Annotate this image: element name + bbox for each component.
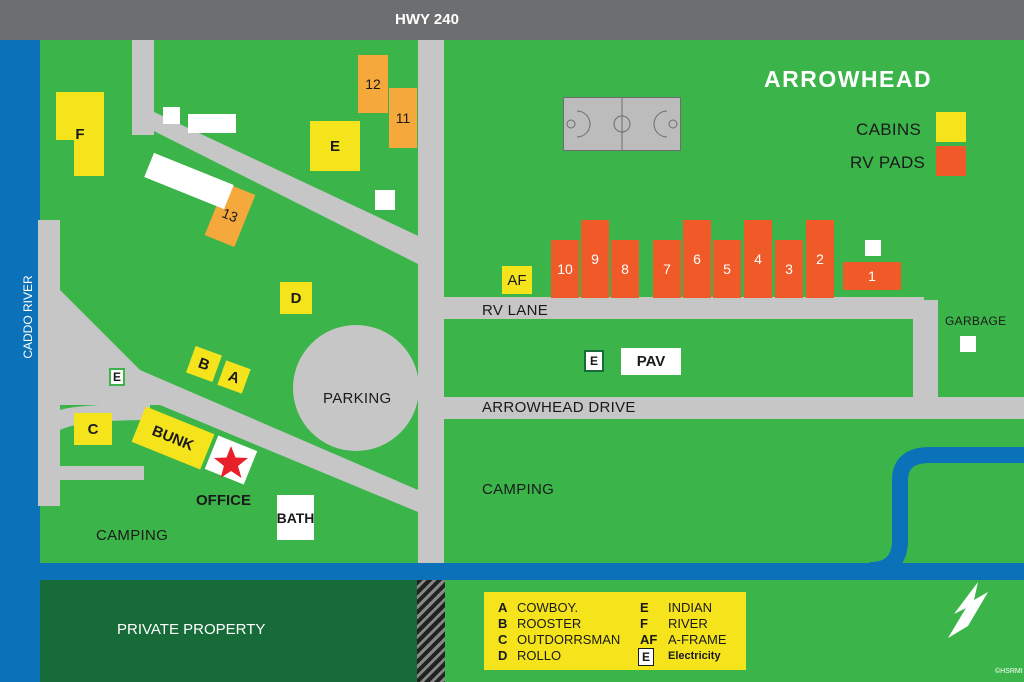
- electricity-badge-pav: E: [584, 350, 604, 372]
- key-d-name: ROLLO: [517, 648, 562, 663]
- highway-bar: [0, 0, 1024, 40]
- map-title: ARROWHEAD: [764, 66, 933, 92]
- garbage-bin: [960, 336, 976, 352]
- electricity-badge-left: E: [109, 368, 125, 386]
- rv-pad-5[interactable]: 5: [713, 240, 741, 298]
- key-c-code: C: [498, 632, 508, 647]
- rv-pad-1[interactable]: 1: [843, 262, 901, 290]
- bath-building[interactable]: BATH: [277, 495, 314, 540]
- pavilion-label: PAV: [636, 353, 666, 370]
- rv-pad-7[interactable]: 7: [653, 240, 681, 298]
- key-electricity-name: Electricity: [668, 650, 721, 662]
- railroad-crossing: [417, 580, 445, 682]
- key-f-name: RIVER: [668, 616, 708, 631]
- north-arrow-icon: [948, 582, 988, 638]
- arrowhead-drive-label: ARROWHEAD DRIVE: [482, 399, 636, 416]
- pavilion[interactable]: PAV: [621, 348, 681, 375]
- unit-11[interactable]: 11: [389, 88, 417, 148]
- key-af-name: A-FRAME: [668, 632, 727, 647]
- camping-label-left: CAMPING: [96, 527, 169, 544]
- rv-pad-6[interactable]: 6: [683, 220, 711, 298]
- rv-pad-3[interactable]: 3: [775, 240, 803, 298]
- key-b-name: ROOSTER: [517, 616, 582, 631]
- caddo-river: [0, 40, 40, 682]
- private-property: [40, 580, 417, 682]
- building-small-2: [188, 114, 236, 133]
- cabin-d[interactable]: D: [280, 282, 312, 314]
- unit-12[interactable]: 12: [358, 55, 388, 113]
- building-small-4: [865, 240, 881, 256]
- rv-pad-4[interactable]: 4: [744, 220, 772, 298]
- key-af-code: AF: [640, 632, 658, 647]
- building-small-3: [375, 190, 395, 210]
- key-f-code: F: [640, 616, 648, 631]
- rv-lane-label: RV LANE: [482, 302, 549, 319]
- cabin-c[interactable]: C: [74, 413, 112, 445]
- office-star-icon: [214, 446, 248, 478]
- key-d-code: D: [498, 648, 508, 663]
- highway-label: HWY 240: [395, 11, 459, 28]
- key-c-name: OUTDORRSMAN: [517, 632, 621, 647]
- legend-rv-swatch: [936, 146, 966, 176]
- cabin-f-notch: [56, 140, 74, 176]
- key-a-name: COWBOY.: [517, 600, 579, 615]
- key-a-code: A: [498, 600, 508, 615]
- garbage-label: GARBAGE: [945, 314, 1007, 328]
- office-label: OFFICE: [196, 492, 251, 509]
- legend-rv-label: RV PADS: [850, 153, 926, 172]
- cabin-af[interactable]: AF: [502, 266, 532, 294]
- cabin-e[interactable]: E: [310, 121, 360, 171]
- rv-pad-10[interactable]: 10: [551, 240, 579, 298]
- bath-label: BATH: [276, 509, 315, 526]
- camping-label-right: CAMPING: [482, 481, 555, 498]
- river-channel: [40, 563, 1024, 580]
- parking-label: PARKING: [323, 390, 392, 407]
- key-b-code: B: [498, 616, 508, 631]
- building-small-1: [163, 107, 180, 124]
- rv-pad-9[interactable]: 9: [581, 220, 609, 298]
- key-e-code: E: [640, 600, 649, 615]
- credit-label: ©HSRMI: [995, 668, 1023, 675]
- private-property-label: PRIVATE PROPERTY: [117, 621, 266, 638]
- cabin-key: A COWBOY. B ROOSTER C OUTDORRSMAN D ROLL…: [484, 592, 746, 670]
- rv-pad-2[interactable]: 2: [806, 220, 834, 298]
- legend-cabins-label: CABINS: [856, 120, 922, 139]
- legend-cabins-swatch: [936, 112, 966, 142]
- key-electricity-badge: E: [638, 648, 654, 666]
- rv-pad-8[interactable]: 8: [611, 240, 639, 298]
- key-e-name: INDIAN: [668, 600, 713, 615]
- sports-court: [563, 97, 681, 151]
